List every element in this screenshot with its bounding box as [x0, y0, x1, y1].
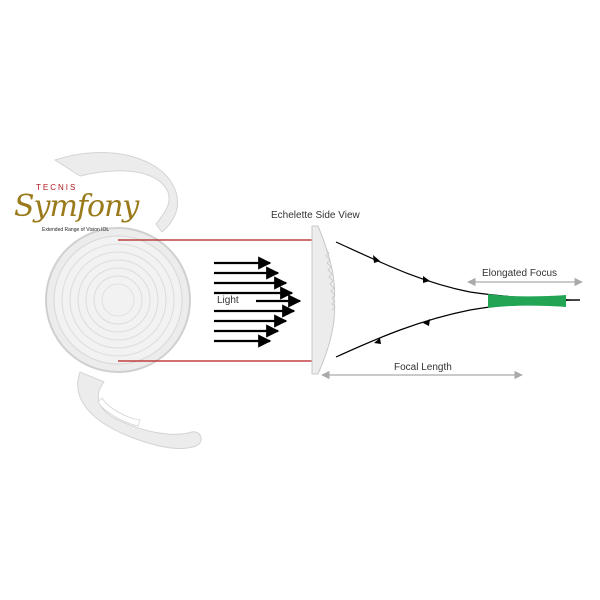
ray-arrowhead — [374, 338, 381, 344]
echelette-side-view-lens — [311, 225, 336, 375]
light-arrows — [214, 256, 302, 348]
echelette-steps — [325, 249, 336, 311]
lower-haptic — [77, 371, 202, 450]
iol-optic — [45, 227, 191, 373]
logo-brand: TECNIS — [36, 183, 78, 192]
elongated-focus-label: Elongated Focus — [482, 268, 558, 279]
ray-arrowhead — [423, 319, 430, 326]
lower-haptic-slot — [97, 397, 141, 427]
light-label: Light — [217, 295, 239, 306]
ray-arrowhead — [373, 255, 380, 263]
ray-direction-arrows — [373, 255, 430, 344]
logo-product: Symfony — [14, 189, 139, 224]
lower-ray — [335, 299, 581, 358]
focal-length-label: Focal Length — [394, 362, 452, 373]
echelette-side-view-label: Echelette Side View — [271, 210, 360, 221]
ray-arrowhead — [423, 276, 430, 283]
tecnis-symfony-logo: TECNIS Symfony Extended Range of Vision … — [6, 183, 156, 243]
logo-tagline: Extended Range of Vision IOL — [42, 227, 110, 233]
elongated-focus-band — [488, 294, 566, 308]
upper-haptic — [53, 152, 178, 233]
